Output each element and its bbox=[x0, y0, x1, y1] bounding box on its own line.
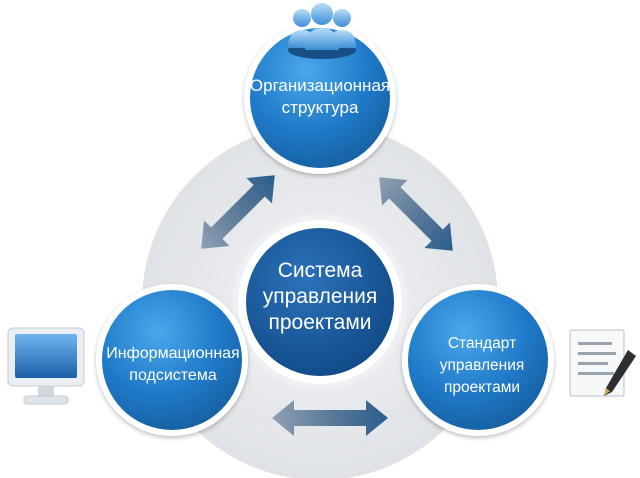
document-pen-icon bbox=[569, 329, 636, 397]
left-node bbox=[102, 290, 242, 430]
center-node bbox=[246, 228, 394, 376]
connector-bottom bbox=[272, 400, 388, 436]
top-node bbox=[250, 28, 390, 168]
connector-top-left bbox=[201, 175, 275, 249]
people-group-icon bbox=[288, 3, 356, 59]
computer-monitor-icon bbox=[7, 327, 85, 405]
connector-top-right bbox=[379, 177, 453, 251]
right-node bbox=[408, 290, 548, 430]
